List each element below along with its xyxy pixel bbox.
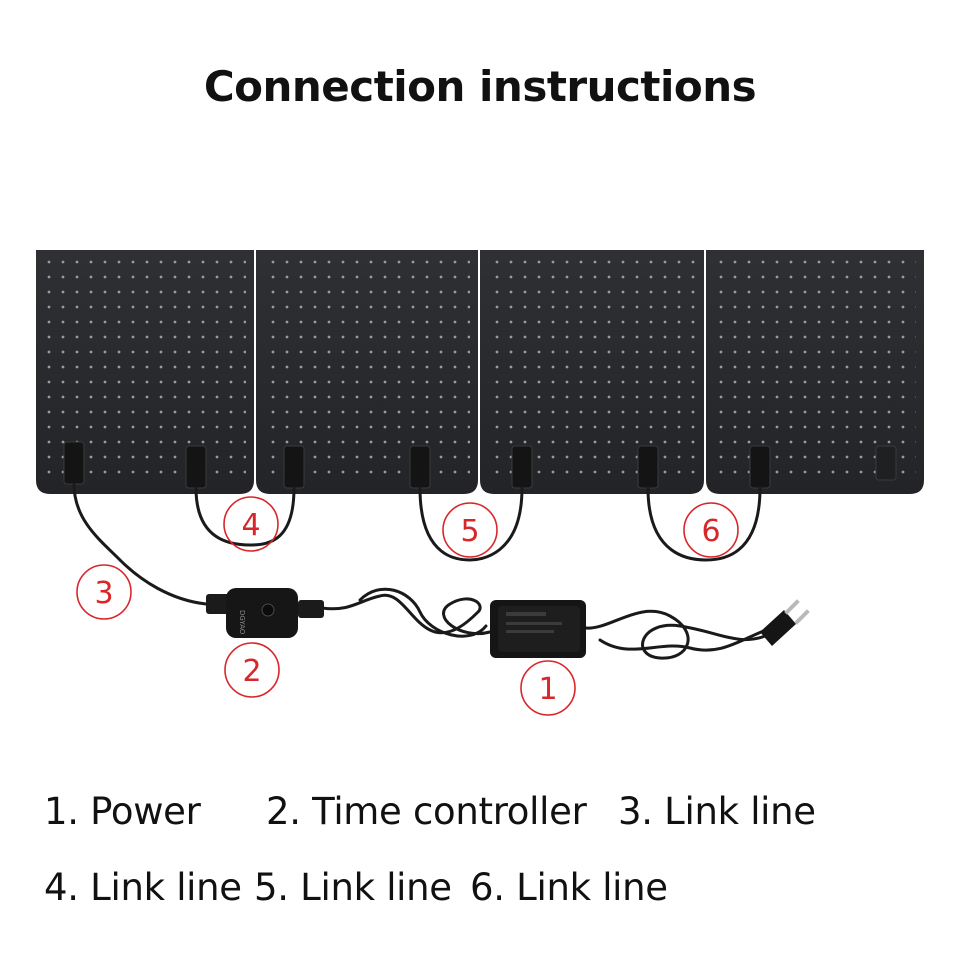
- panel-connectors: [63, 441, 897, 489]
- wall-plug: [760, 599, 810, 646]
- legend-item-link-line-6: 6. Link line: [470, 866, 668, 909]
- callout-4: 4: [223, 496, 279, 552]
- led-panel-2: [256, 250, 478, 494]
- callout-5-label: 5: [460, 514, 479, 549]
- legend-item-power: 1. Power: [44, 790, 201, 833]
- legend-item-link-line-4: 4. Link line: [44, 866, 242, 909]
- legend-item-link-line-3: 3. Link line: [618, 790, 816, 833]
- callout-6-label: 6: [701, 514, 720, 549]
- led-panel-4: [706, 250, 924, 494]
- led-panel-1: [36, 250, 254, 494]
- led-panel-3: [480, 250, 704, 494]
- power-adapter-device: [490, 600, 586, 658]
- callout-1: 1: [520, 660, 576, 716]
- page-title: Connection instructions: [203, 62, 757, 111]
- callout-5: 5: [442, 502, 498, 558]
- legend-item-time-controller: 2. Time controller: [266, 790, 587, 833]
- legend-item-link-line-5: 5. Link line: [254, 866, 452, 909]
- callout-2-label: 2: [242, 654, 261, 689]
- callout-2: 2: [224, 642, 280, 698]
- cables: [72, 482, 772, 660]
- callout-4-label: 4: [241, 508, 260, 543]
- legend-row-2: 4. Link line 5. Link line 6. Link line: [44, 866, 668, 909]
- time-controller-device: DGYAO: [206, 588, 324, 638]
- callout-3: 3: [76, 564, 132, 620]
- callout-3-label: 3: [94, 576, 113, 611]
- callout-6: 6: [683, 502, 739, 558]
- legend-row-1: 1. Power 2. Time controller 3. Link line: [44, 790, 816, 833]
- svg-text:DGYAO: DGYAO: [238, 610, 246, 635]
- callout-1-label: 1: [538, 672, 557, 707]
